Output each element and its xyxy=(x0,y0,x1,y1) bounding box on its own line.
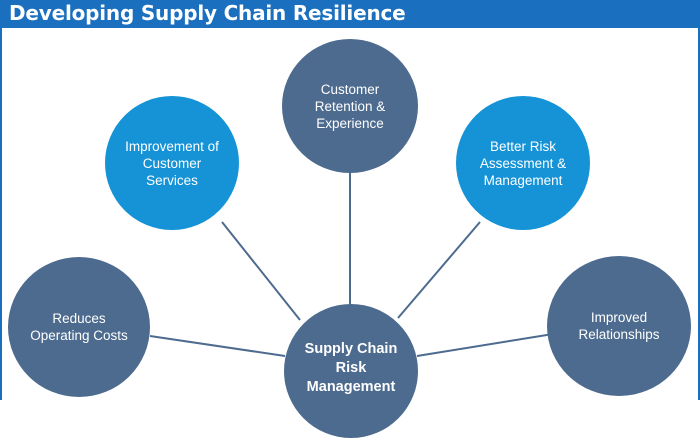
node-center-label: Supply Chain Risk Management xyxy=(304,341,398,395)
node-reduces-costs-label: Reduces Operating Costs xyxy=(30,311,128,343)
node-better-risk: Better Risk Assessment & Management xyxy=(456,96,590,230)
title-bar: Developing Supply Chain Resilience xyxy=(0,0,700,28)
node-reduces-costs: Reduces Operating Costs xyxy=(8,257,150,397)
connector-reduces-costs xyxy=(149,335,286,357)
node-customer-retention-label: Customer Retention & Experience xyxy=(314,81,386,131)
connector-improved-relationships xyxy=(416,333,554,357)
connector-better-risk xyxy=(397,221,481,319)
node-better-risk-label: Better Risk Assessment & Management xyxy=(479,138,567,188)
node-improved-relationships-label: Improved Relationships xyxy=(578,310,660,342)
page-title: Developing Supply Chain Resilience xyxy=(9,1,406,25)
node-improved-relationships: Improved Relationships xyxy=(547,256,691,396)
node-customer-retention: Customer Retention & Experience xyxy=(282,39,418,173)
connector-improvement-services xyxy=(221,221,301,321)
diagram-frame xyxy=(0,28,700,400)
node-center-supply-chain-risk: Supply Chain Risk Management xyxy=(284,304,418,438)
node-improvement-services: Improvement of Customer Services xyxy=(105,96,239,230)
node-improvement-services-label: Improvement of Customer Services xyxy=(125,138,219,188)
connector-lines xyxy=(149,172,554,357)
